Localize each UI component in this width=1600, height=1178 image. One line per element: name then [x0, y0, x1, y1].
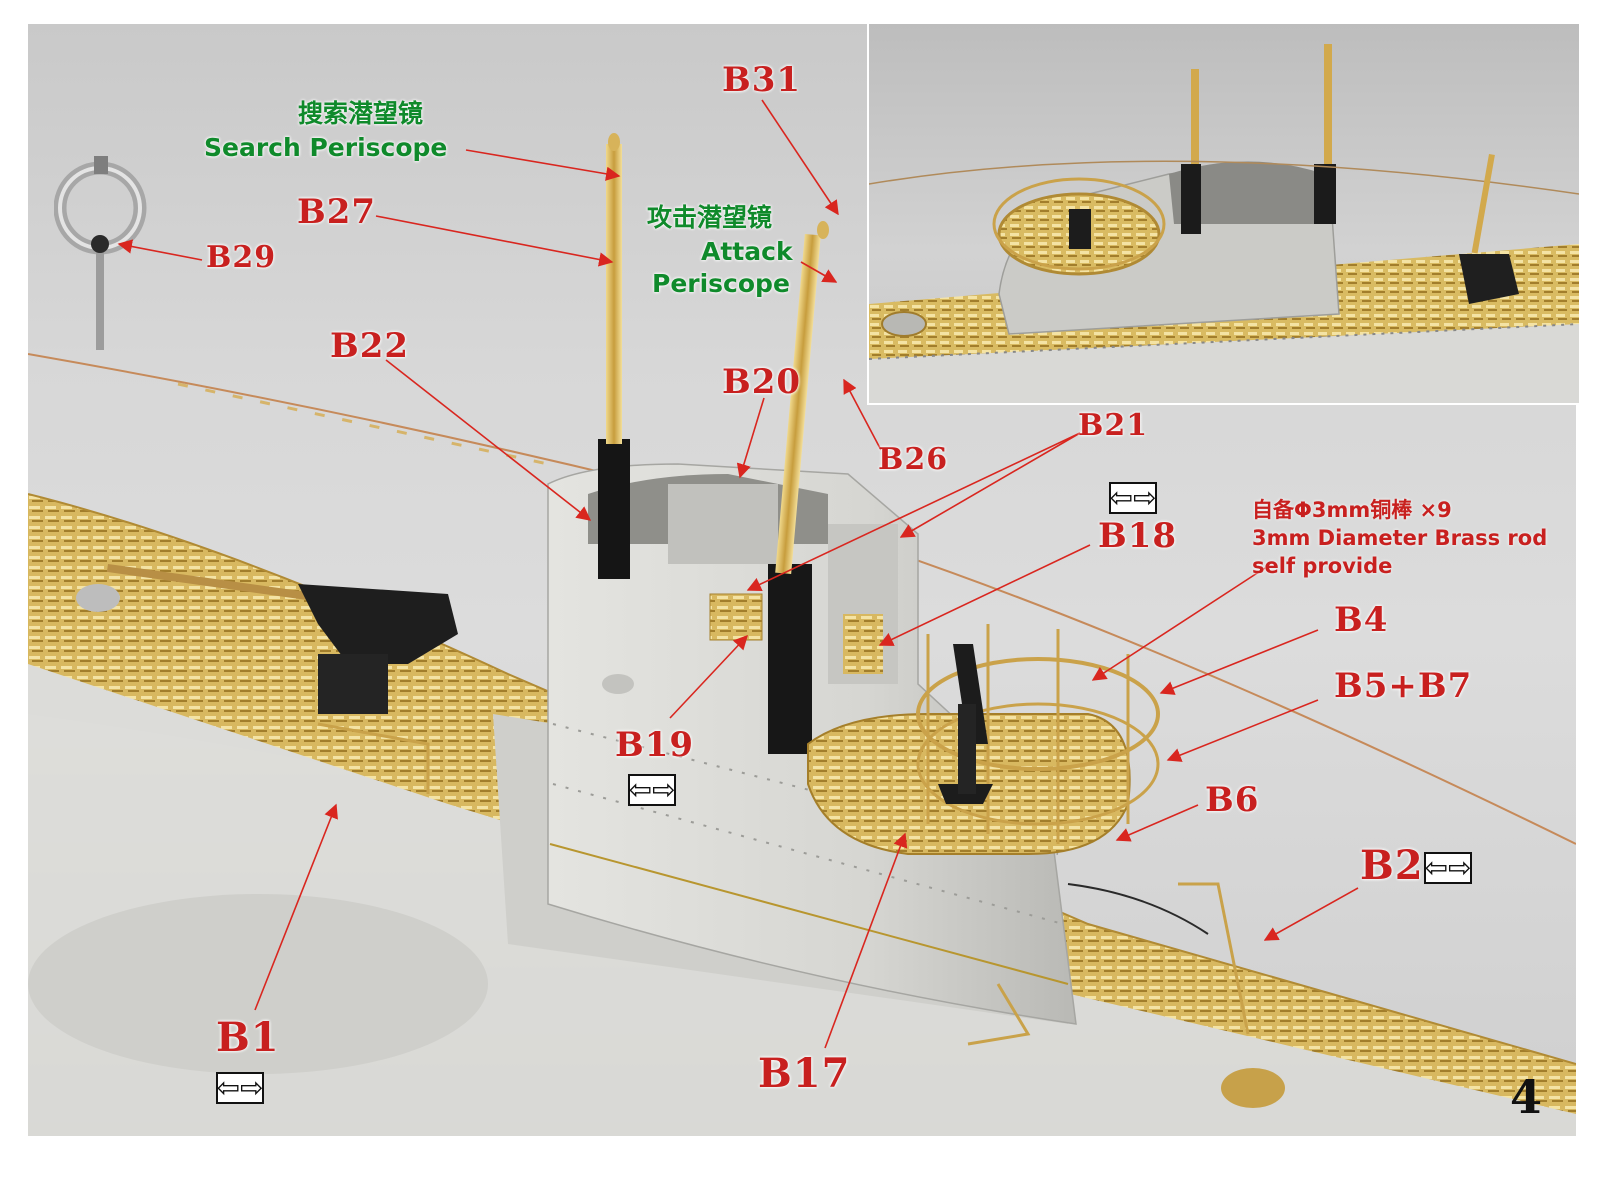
label-b17: B17 [758, 1050, 851, 1097]
label-b21: B21 [1078, 408, 1149, 443]
label-b20: B20 [722, 362, 802, 402]
attack-periscope [768, 221, 829, 754]
search-periscope [598, 133, 630, 579]
search-periscope-label-cn: 搜索潜望镜 [298, 99, 424, 128]
inset-overview-illustration [869, 44, 1579, 403]
label-b2: B2 [1360, 842, 1424, 889]
inset-photo [867, 24, 1579, 405]
attack-periscope-label-cn: 攻击潜望镜 [647, 203, 773, 232]
label-b22: B22 [330, 326, 410, 366]
direction-arrows-icon: ⇦⇨ [1109, 481, 1157, 514]
page-number: 4 [1510, 1070, 1543, 1124]
search-periscope-label-en: Search Periscope [204, 133, 448, 162]
direction-arrows-icon: ⇦⇨ [628, 773, 676, 806]
brass-rod-note-en-1: 3mm Diameter Brass rod [1252, 526, 1548, 550]
label-b31: B31 [722, 60, 802, 100]
brass-rod-note-cn: 自备Φ3mm铜棒 ×9 [1252, 498, 1452, 522]
label-b29: B29 [206, 240, 277, 275]
label-b4: B4 [1334, 600, 1389, 640]
label-b1: B1 [216, 1014, 280, 1061]
label-b6: B6 [1205, 780, 1260, 820]
label-b5-b7: B5+B7 [1334, 666, 1473, 706]
wintergarten-platform [807, 624, 1160, 855]
attack-periscope-label-en-1: Attack [701, 237, 793, 266]
b29-ring-detail [54, 156, 147, 350]
label-b27: B27 [297, 192, 377, 232]
deck-gun [106, 564, 458, 714]
brass-rod-note-en-2: self provide [1252, 554, 1393, 578]
direction-arrows-icon: ⇦⇨ [216, 1071, 264, 1104]
label-b18: B18 [1098, 516, 1178, 556]
submarine-model-illustration [28, 133, 1576, 1136]
label-b19: B19 [615, 725, 695, 765]
label-b26: B26 [878, 442, 949, 477]
attack-periscope-label-en-2: Periscope [652, 269, 790, 298]
direction-arrows-icon: ⇦⇨ [1424, 851, 1472, 884]
